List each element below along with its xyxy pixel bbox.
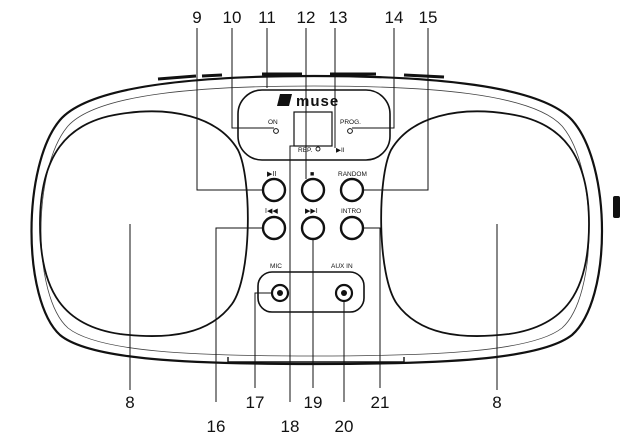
prog-indicator-led (347, 128, 353, 134)
callout-10: 10 (223, 8, 242, 27)
aux-in-jack-hole (341, 290, 347, 296)
rep-indicator-label: REP. (298, 147, 313, 154)
display-panel (237, 89, 391, 161)
callout-17: 17 (246, 393, 265, 412)
body-inner-outline (40, 85, 590, 357)
top-edge-button-left (157, 74, 197, 81)
prev-label: I◀◀ (265, 208, 278, 215)
on-indicator-label: ON (268, 119, 278, 126)
rep-indicator-led (315, 146, 321, 152)
callout-9: 9 (192, 8, 201, 27)
mic-jack-hole (277, 290, 283, 296)
leader-line-17 (254, 292, 272, 388)
next-label: ▶▶I (305, 208, 318, 215)
play-pause-button[interactable] (261, 177, 287, 203)
left-speaker (39, 110, 249, 337)
prev-button[interactable] (261, 215, 287, 241)
brand-logo: muse (296, 93, 339, 110)
callout-16: 16 (207, 417, 226, 436)
next-button[interactable] (300, 215, 326, 241)
stop-button[interactable] (300, 177, 326, 203)
leader-line-9 (196, 28, 263, 191)
play-pause-label: ▶II (267, 171, 276, 178)
callout-19: 19 (304, 393, 323, 412)
callout-18: 18 (281, 417, 300, 436)
on-indicator-led (273, 128, 279, 134)
leader-line-14 (352, 28, 395, 129)
leader-line-18 (289, 145, 318, 402)
bottom-base (227, 357, 405, 363)
mic-label: MIC (270, 263, 282, 270)
random-button[interactable] (339, 177, 365, 203)
callout-8-left: 8 (125, 393, 134, 412)
callout-11: 11 (258, 8, 276, 27)
callout-8-right: 8 (492, 393, 501, 412)
leader-line-10 (231, 28, 274, 129)
callout-14: 14 (385, 8, 404, 27)
callout-21: 21 (371, 393, 390, 412)
prog-indicator-label: PROG. (340, 119, 361, 126)
aux-in-label: AUX IN (331, 263, 353, 270)
callout-15: 15 (419, 8, 438, 27)
leader-line-21 (363, 227, 381, 388)
top-edge-button-2 (201, 73, 223, 78)
random-label: RANDOM (338, 171, 367, 178)
intro-button[interactable] (339, 215, 365, 241)
leader-line-16 (215, 227, 263, 402)
side-knob (613, 196, 620, 218)
play-indicator-label: ▶II (336, 147, 345, 154)
top-edge-button-right (403, 73, 445, 79)
stop-label: ■ (310, 171, 314, 178)
callout-13: 13 (329, 8, 348, 27)
jack-panel (257, 271, 365, 313)
body-outline (30, 74, 604, 366)
right-speaker (380, 110, 590, 337)
callout-20: 20 (335, 417, 354, 436)
brand-logo-mark (277, 94, 292, 106)
callout-12: 12 (297, 8, 316, 27)
leader-line-15 (363, 28, 429, 191)
display-window (293, 111, 333, 147)
intro-label: INTRO (341, 208, 361, 215)
